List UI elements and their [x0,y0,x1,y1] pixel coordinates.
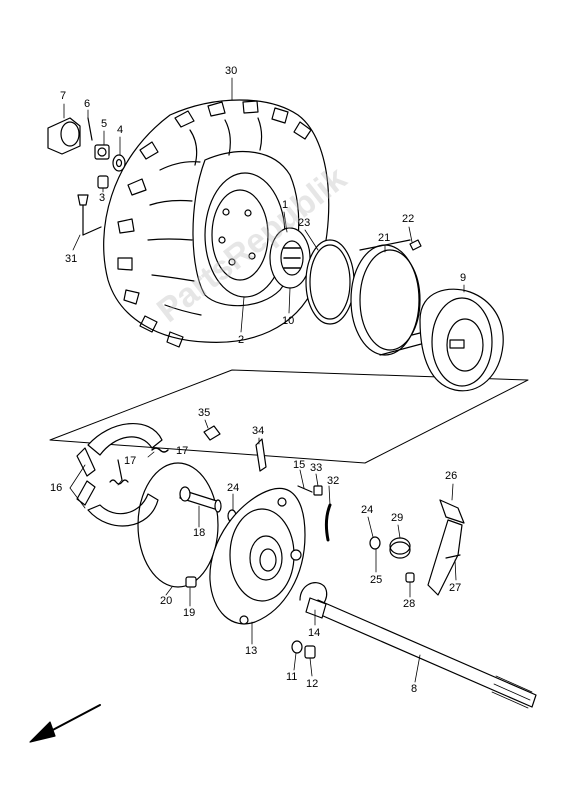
bolt-12 [304,645,316,659]
callout-30: 30 [225,65,238,77]
callout-6: 6 [84,98,91,110]
callout-17-upper: 17 [176,445,189,457]
callout-24-right: 24 [361,504,374,516]
callout-31: 31 [65,253,78,265]
callout-3: 3 [99,192,106,204]
callout-17-lower: 17 [124,455,137,467]
tire [103,99,330,348]
brake-panel [209,487,306,625]
callout-34: 34 [252,425,265,437]
callout-28: 28 [403,598,416,610]
o-ring [137,462,219,588]
callout-13: 13 [245,645,258,657]
axle-shaft [305,597,537,709]
callout-10: 10 [282,315,295,327]
callout-8: 8 [411,683,418,695]
washer-24b [369,536,381,550]
callout-14: 14 [308,627,321,639]
callout-21: 21 [378,232,391,244]
callout-9: 9 [460,272,467,284]
small-hardware-top [47,117,126,236]
callout-7: 7 [60,90,67,102]
callout-15: 15 [293,459,306,471]
nut-28 [405,572,415,583]
nut-19 [185,576,197,588]
seal-ring [305,239,355,325]
small-hardware-bottom [203,425,323,496]
callout-18: 18 [193,527,206,539]
callout-2: 2 [238,334,245,346]
brake-drum [411,288,504,392]
springs [109,447,169,485]
callout-12: 12 [306,678,319,690]
callout-27: 27 [449,582,462,594]
callout-32: 32 [327,475,340,487]
callout-16: 16 [50,482,63,494]
callout-22: 22 [402,213,415,225]
callout-23: 23 [298,217,311,229]
callout-29: 29 [391,512,404,524]
cam-shaft [179,486,222,513]
callout-1: 1 [282,199,289,211]
callout-33: 33 [310,462,323,474]
brake-shoes [76,422,163,527]
hose [324,503,332,542]
callout-35: 35 [198,407,211,419]
callout-5: 5 [101,118,108,130]
callout-20: 20 [160,595,173,607]
callout-4: 4 [117,124,124,136]
callout-19: 19 [183,607,196,619]
brake-arm [427,499,465,596]
callout-24-left: 24 [227,482,240,494]
direction-arrow-icon [29,704,101,743]
spring-29 [389,537,411,559]
bolt-22 [409,239,422,251]
callout-11: 11 [286,671,298,683]
callout-26: 26 [445,470,458,482]
washer-11 [291,640,303,654]
bolt-27 [445,554,461,559]
callout-25: 25 [370,574,383,586]
leader-lines [63,77,465,683]
drum-seal [350,239,426,356]
